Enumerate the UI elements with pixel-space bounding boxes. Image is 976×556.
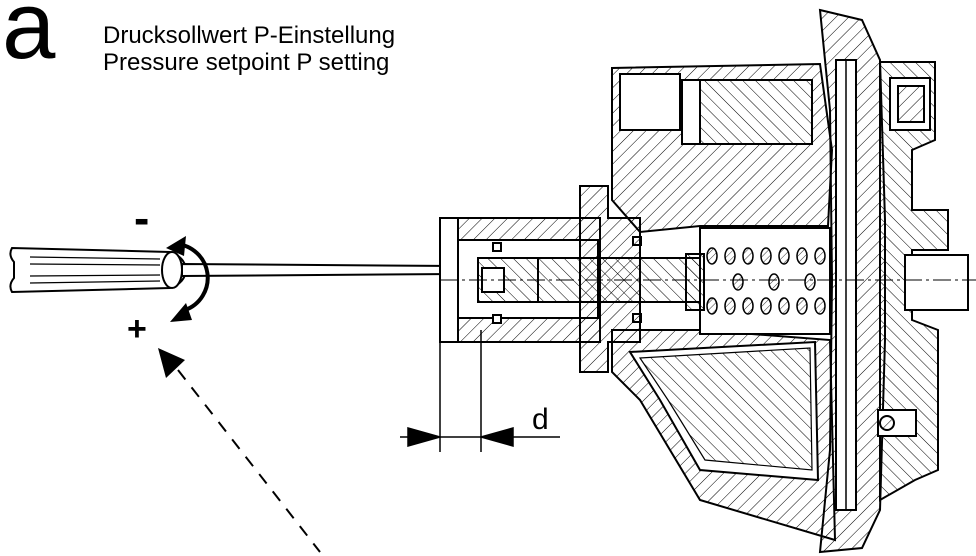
- arrow-head-plus: [170, 303, 192, 322]
- screwdriver-shaft: [181, 262, 473, 278]
- label-minus: -: [134, 192, 149, 244]
- arrow-head-minus: [166, 236, 186, 256]
- screwdriver-handle: [9, 246, 188, 294]
- spring: [706, 247, 826, 315]
- dimension-d: [400, 330, 560, 452]
- figure-letter: a: [2, 0, 56, 79]
- outer-cover: [879, 61, 949, 502]
- figure-title: Drucksollwert P-Einstellung Pressure set…: [103, 22, 395, 76]
- label-plus: +: [127, 310, 147, 348]
- screwdriver: [9, 246, 473, 294]
- label-d: d: [532, 403, 549, 436]
- leader-arrow: [158, 348, 321, 553]
- title-german: Drucksollwert P-Einstellung: [103, 22, 396, 49]
- title-english: Pressure setpoint P setting: [103, 49, 390, 76]
- valve-assembly: [439, 8, 976, 554]
- spring-seat: [685, 253, 705, 311]
- rotation-arrow: [175, 242, 210, 312]
- outlet-stub: [904, 254, 969, 311]
